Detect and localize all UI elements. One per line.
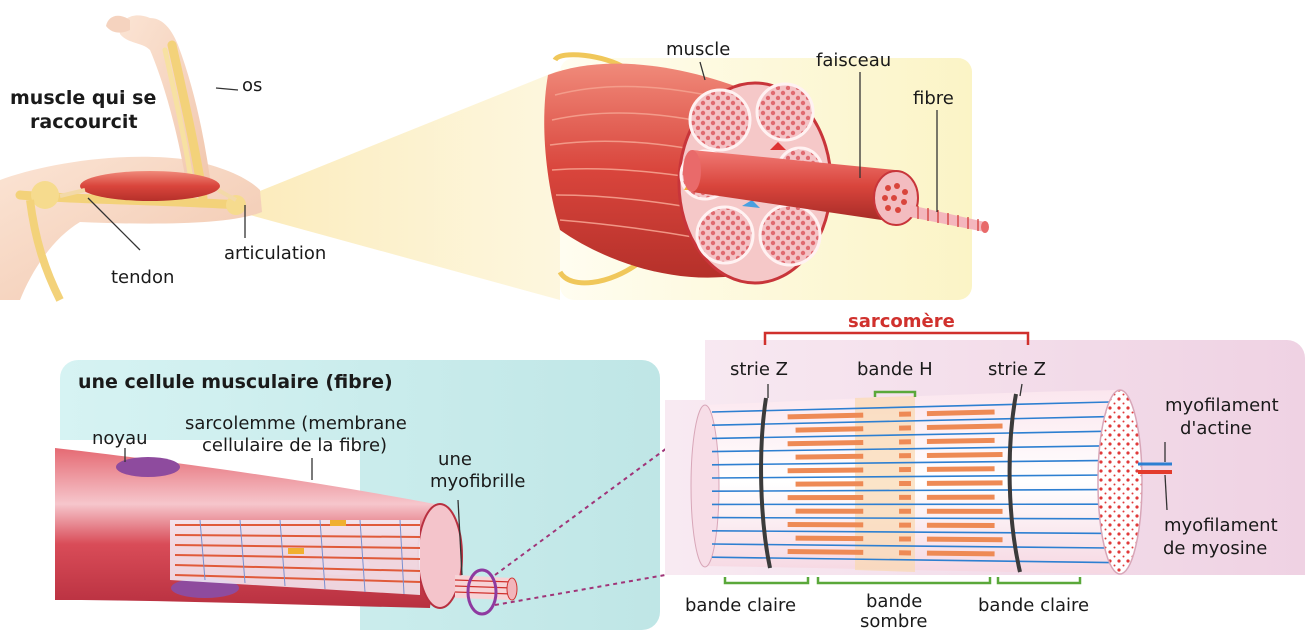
myosin-filament <box>788 443 864 444</box>
magnification-beam <box>250 70 560 300</box>
label-faisceau: faisceau <box>816 51 891 71</box>
label-sarcolemme-1: sarcolemme (membrane <box>185 414 407 434</box>
label-sarcolemme-2: cellulaire de la fibre) <box>202 436 387 456</box>
myofibril-out <box>455 575 517 600</box>
label-myofibrille-2: myofibrille <box>430 472 525 492</box>
label-bande-sombre-1: bande <box>866 592 922 612</box>
label-actine-2: d'actine <box>1180 419 1252 439</box>
label-articulation: articulation <box>224 244 326 264</box>
label-muscle: muscle <box>666 40 730 60</box>
label-strie-z-right: strie Z <box>988 360 1046 380</box>
myosin-filament <box>796 538 864 539</box>
arm-illustration <box>0 15 262 300</box>
label-os: os <box>242 76 262 96</box>
myosin-filament <box>927 469 995 470</box>
cell-title: une cellule musculaire (fibre) <box>78 372 393 392</box>
label-myofibrille-1: une <box>425 450 485 470</box>
myosin-filament <box>927 412 995 414</box>
myosin-filament <box>927 440 995 441</box>
myosin-filament <box>927 454 1003 455</box>
label-noyau: noyau <box>92 429 148 449</box>
arm-biceps <box>80 171 220 201</box>
label-tendon: tendon <box>111 268 174 288</box>
label-bande-claire-left: bande claire <box>685 596 796 616</box>
label-bande-sombre-2: sombre <box>860 612 927 632</box>
myosin-filament <box>788 551 864 552</box>
sarcomere-cross-section <box>1098 390 1142 574</box>
label-fibre: fibre <box>913 89 954 109</box>
sarcomere-cylinder <box>691 390 1172 574</box>
myosin-filament <box>927 426 1003 428</box>
title-line-2: raccourcit <box>30 112 138 132</box>
sarcomere-title: sarcomère <box>848 312 955 332</box>
title-line-1: muscle qui se <box>10 88 156 108</box>
label-bande-claire-right: bande claire <box>978 596 1089 616</box>
label-myosine-1: myofilament <box>1164 516 1278 536</box>
myosin-filament <box>796 456 864 457</box>
myosin-filament <box>927 539 1003 540</box>
label-bande-h: bande H <box>857 360 933 380</box>
label-actine-1: myofilament <box>1165 396 1279 416</box>
myosin-filament <box>788 415 864 417</box>
label-strie-z-left: strie Z <box>730 360 788 380</box>
myosin-filament <box>796 429 864 430</box>
label-myosine-2: de myosine <box>1163 539 1267 559</box>
myosin-filament <box>788 470 864 471</box>
myosin-filament <box>927 553 995 554</box>
